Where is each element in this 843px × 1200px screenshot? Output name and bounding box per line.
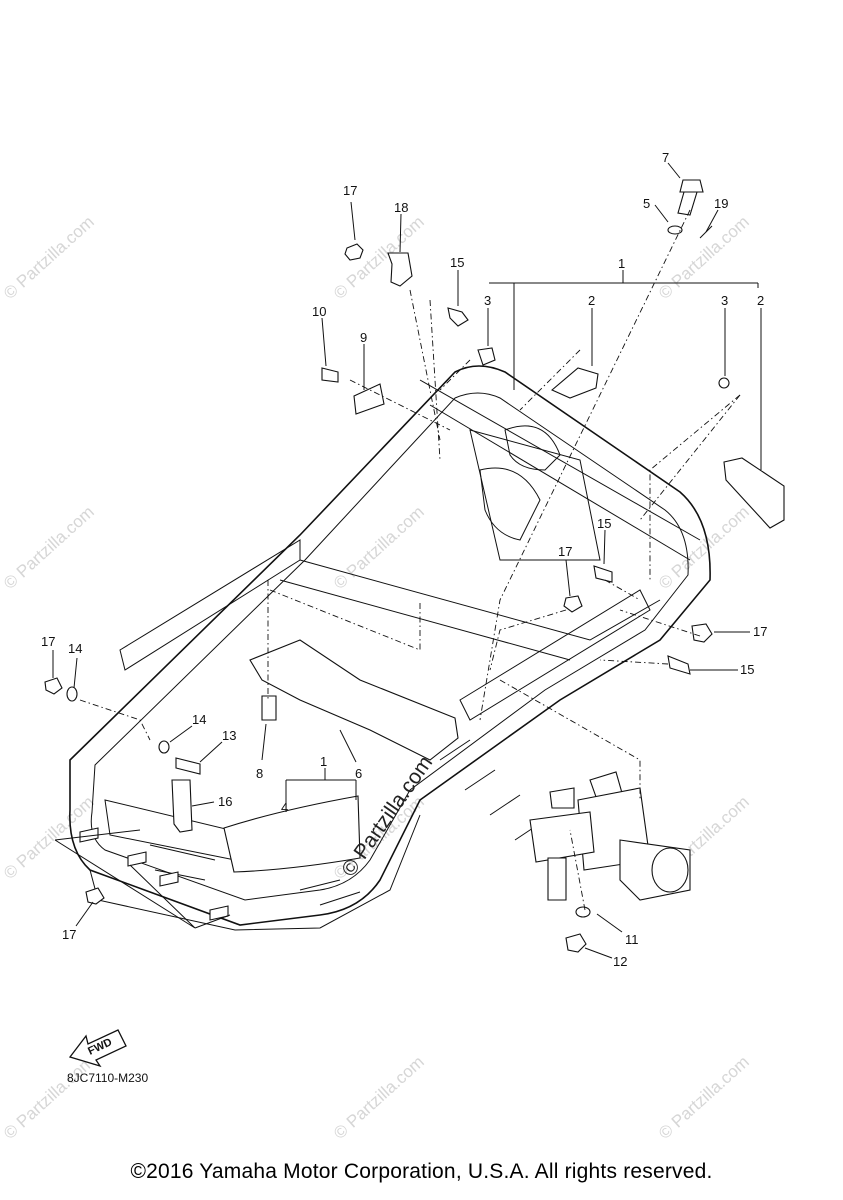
watermark-tile: © Partzilla.com <box>0 212 98 303</box>
callout-labels: 7 5 19 17 18 15 1 3 2 3 2 10 9 15 17 17 … <box>41 150 767 969</box>
callout-16: 16 <box>218 794 232 809</box>
watermark-tile: © Partzilla.com <box>655 1052 753 1143</box>
part-16-bracket <box>171 779 193 833</box>
callout-15-mid: 15 <box>597 516 611 531</box>
callout-7: 7 <box>662 150 669 165</box>
part-5-washer <box>667 225 683 235</box>
watermark-tile: © Partzilla.com <box>330 502 428 593</box>
part-7-bolt <box>677 179 704 216</box>
watermark-layer: © Partzilla.com © Partzilla.com © Partzill… <box>0 0 753 1143</box>
part-13-bolt <box>175 757 201 775</box>
part-15-bolt-top <box>447 307 469 327</box>
part-2-cover-right <box>723 457 785 529</box>
callout-17-left: 17 <box>41 634 55 649</box>
callout-17-mid: 17 <box>558 544 572 559</box>
callout-3-left: 3 <box>484 293 491 308</box>
callout-18: 18 <box>394 200 408 215</box>
callout-15-right: 15 <box>740 662 754 677</box>
callout-10: 10 <box>312 304 326 319</box>
part-steering-actuator <box>529 771 691 901</box>
callout-2-right: 2 <box>757 293 764 308</box>
callout-5: 5 <box>643 196 650 211</box>
part-15-bolt-mid <box>593 565 613 583</box>
watermark-tile: © Partzilla.com <box>330 1052 428 1143</box>
callout-9: 9 <box>360 330 367 345</box>
part-8-plug <box>261 695 277 721</box>
part-9-plate <box>353 383 385 415</box>
callout-15-top: 15 <box>450 255 464 270</box>
part-14-washer-mid <box>158 740 170 754</box>
callout-17-top: 17 <box>343 183 357 198</box>
part-17-nut-bottom <box>85 887 105 905</box>
part-18-bracket <box>387 252 413 287</box>
part-17-nut-mid <box>563 595 583 613</box>
callout-17-bottom: 17 <box>62 927 76 942</box>
callout-4: 4 <box>281 800 288 815</box>
part-17-nut-right <box>691 623 713 643</box>
callout-2-left: 2 <box>588 293 595 308</box>
callout-1-bottom: 1 <box>320 754 327 769</box>
part-17-nut-top <box>344 243 364 261</box>
part-15-bolt-right <box>667 655 691 675</box>
callout-1-top: 1 <box>618 256 625 271</box>
watermark-tile: © Partzilla.com <box>0 502 98 593</box>
part-3-cap-right <box>718 377 730 389</box>
callout-11: 11 <box>625 932 639 947</box>
watermark-tile: © Partzilla.com <box>0 0 98 3</box>
part-17-nut-left <box>44 677 63 695</box>
part-studs <box>79 827 229 921</box>
copyright-notice: ©2016 Yamaha Motor Corporation, U.S.A. A… <box>130 1160 713 1183</box>
callout-13: 13 <box>222 728 236 743</box>
callout-6: 6 <box>355 766 362 781</box>
leader-lines <box>52 162 762 959</box>
part-2-cover-left <box>550 367 599 399</box>
callout-19: 19 <box>714 196 728 211</box>
watermark-tile: © Partzilla.com <box>0 1052 98 1143</box>
part-3-cap-left <box>477 347 496 366</box>
watermark-tile: © Partzilla.com <box>330 0 428 3</box>
part-10-bolt <box>321 367 339 383</box>
diagram-code: 8JC7110-M230 <box>67 1071 149 1085</box>
part-12-nut <box>565 933 587 953</box>
callout-17-right: 17 <box>753 624 767 639</box>
callout-14-left: 14 <box>68 641 82 656</box>
part-6-plate <box>249 639 459 761</box>
callout-14-mid: 14 <box>192 712 206 727</box>
watermark-tile: © Partzilla.com <box>330 212 428 303</box>
callout-8: 8 <box>256 766 263 781</box>
callout-3-right: 3 <box>721 293 728 308</box>
part-4-decal <box>223 795 361 873</box>
part-11-washer <box>575 906 591 918</box>
watermark-tile: © Partzilla.com <box>655 0 753 3</box>
part-14-washer-left <box>66 686 78 702</box>
callout-12: 12 <box>613 954 627 969</box>
watermark-tile: © Partzilla.com <box>655 212 753 303</box>
fwd-badge: FWD <box>68 1029 127 1068</box>
